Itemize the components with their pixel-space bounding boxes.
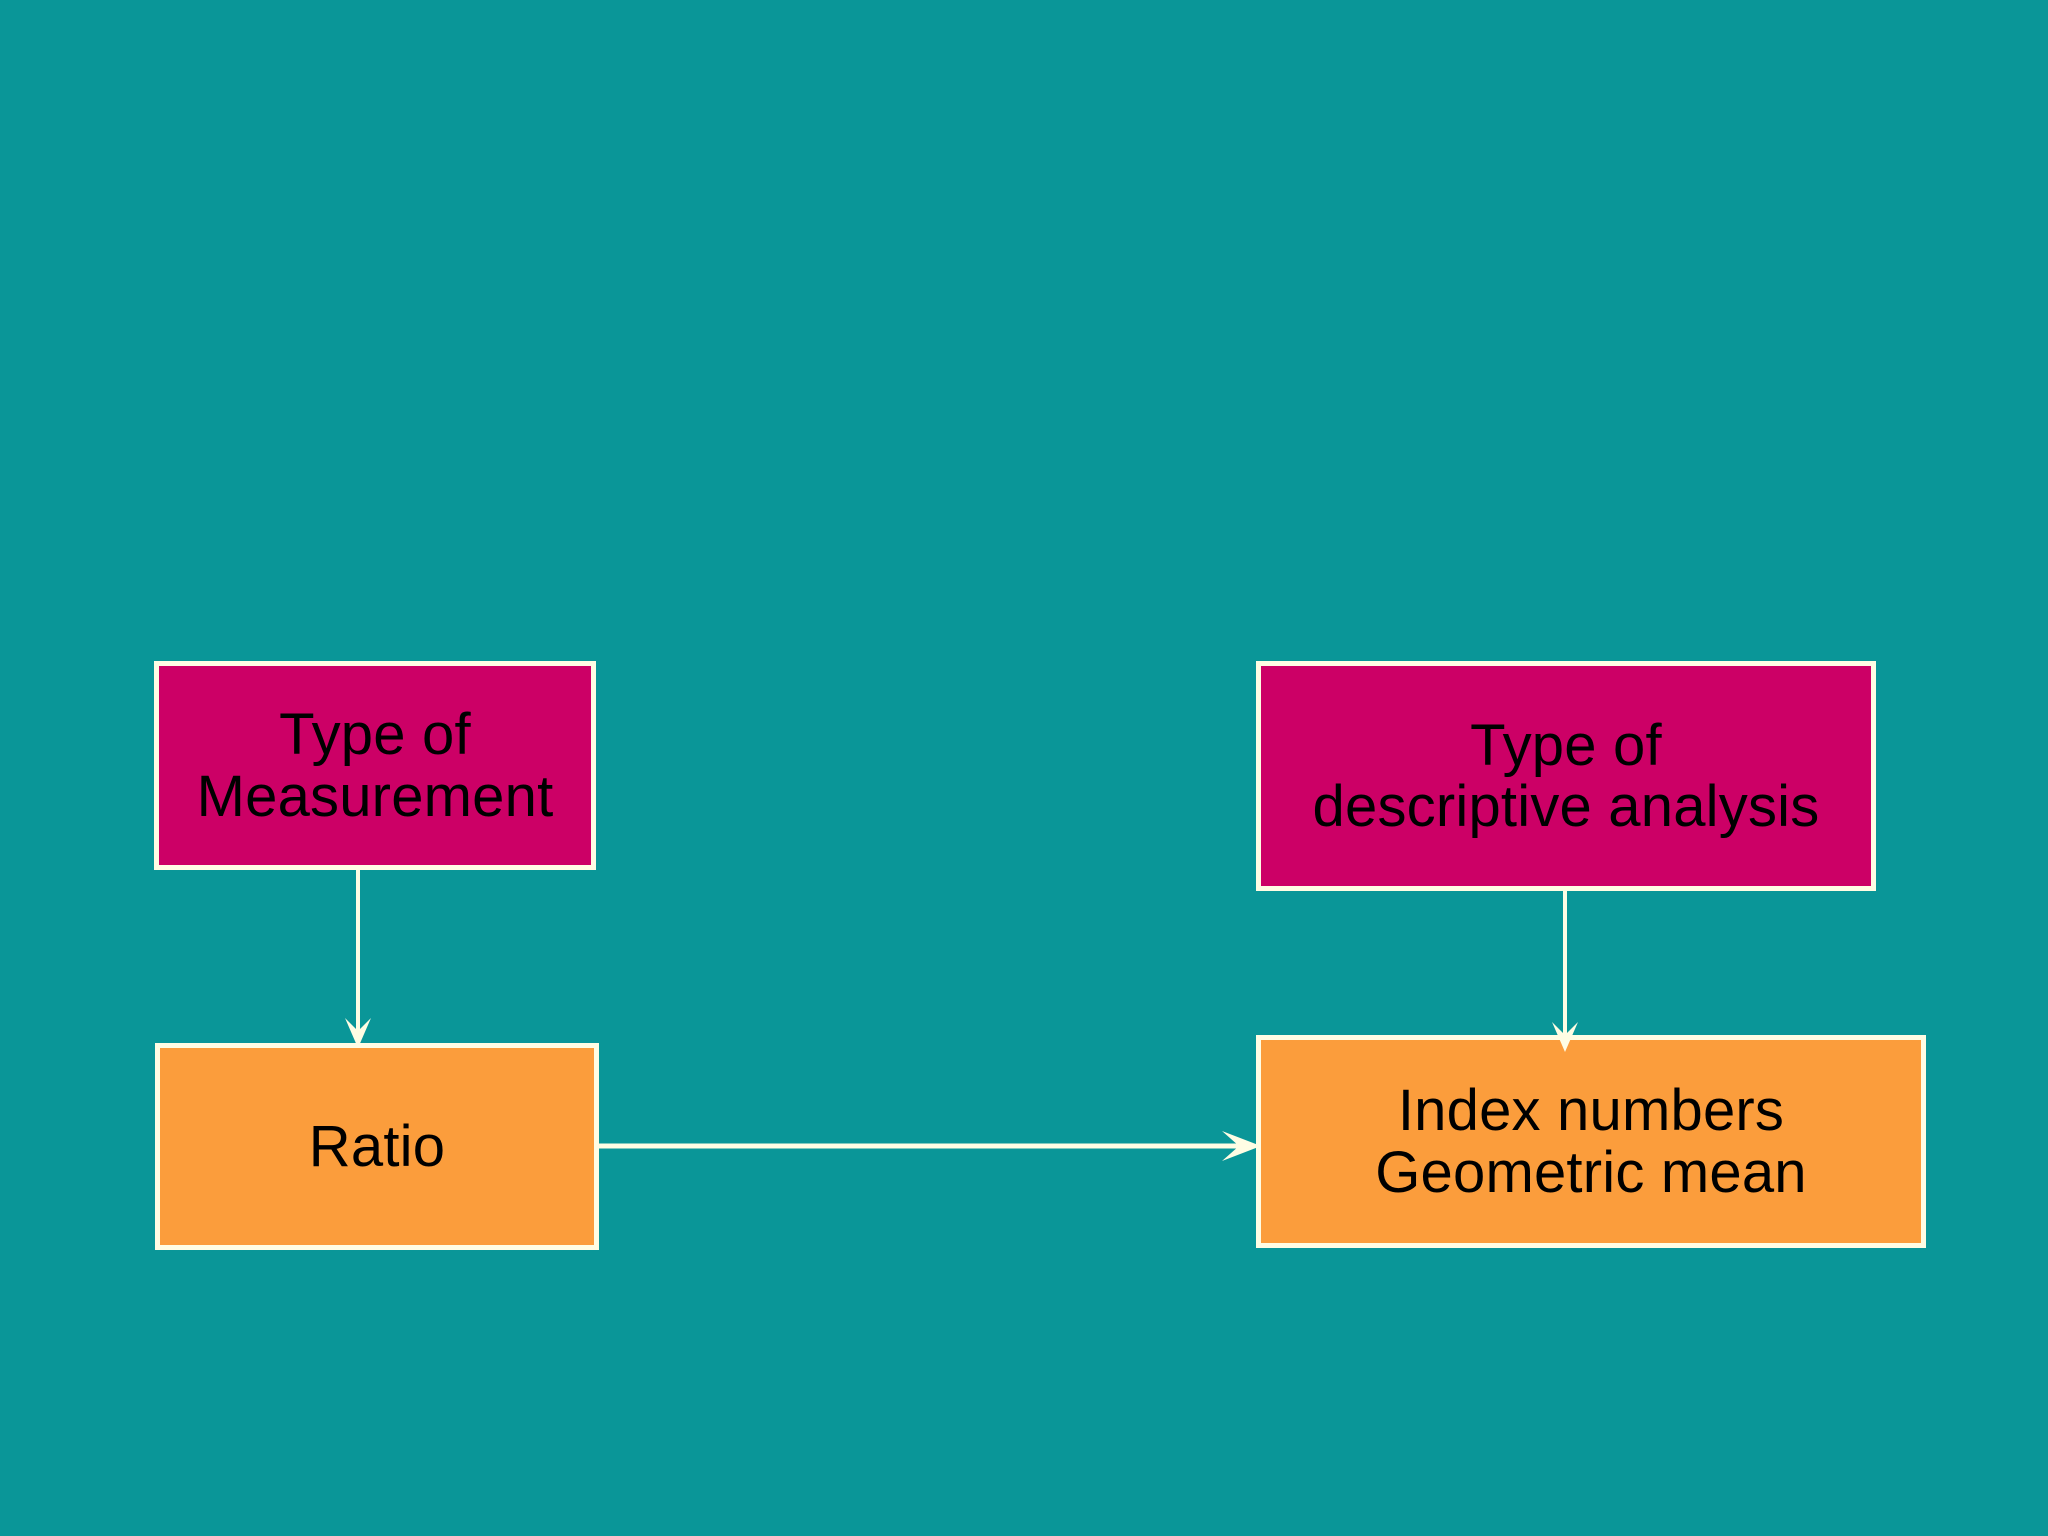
- node-type-of-measurement-line2: Measurement: [196, 763, 554, 829]
- arrow-ratio-to-index-numbers-icon: [596, 1131, 1261, 1161]
- arrow-measurement-to-ratio-icon: [345, 868, 371, 1048]
- node-ratio-line1: Ratio: [308, 1113, 446, 1179]
- node-index-numbers-geometric-mean-label: Index numbers Geometric mean: [1375, 1080, 1807, 1203]
- node-type-of-measurement[interactable]: Type of Measurement: [154, 661, 596, 870]
- node-type-of-descriptive-analysis-line2: descriptive analysis: [1312, 774, 1820, 839]
- node-type-of-descriptive-analysis[interactable]: Type of descriptive analysis: [1256, 661, 1876, 891]
- node-type-of-descriptive-analysis-label: Type of descriptive analysis: [1312, 712, 1820, 839]
- node-index-numbers-line1: Index numbers: [1397, 1078, 1785, 1144]
- node-type-of-measurement-line1: Type of: [279, 702, 471, 768]
- node-type-of-descriptive-analysis-line1: Type of: [1470, 712, 1662, 778]
- arrow-analysis-to-index-numbers-icon: [1552, 888, 1578, 1052]
- node-ratio-label: Ratio: [309, 1116, 445, 1177]
- node-type-of-measurement-label: Type of Measurement: [197, 704, 554, 827]
- node-index-numbers-line2: Geometric mean: [1375, 1139, 1807, 1205]
- node-ratio[interactable]: Ratio: [155, 1043, 599, 1250]
- node-index-numbers-geometric-mean[interactable]: Index numbers Geometric mean: [1256, 1035, 1926, 1248]
